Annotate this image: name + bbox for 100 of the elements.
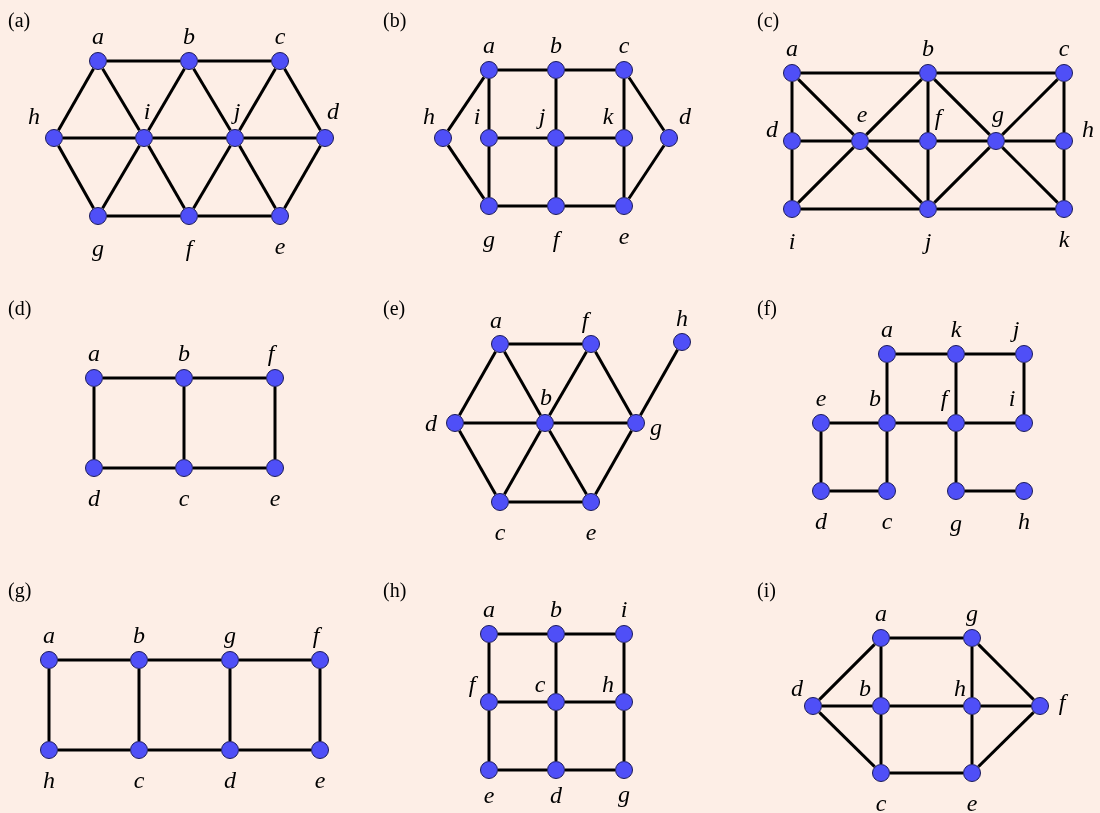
vertex-label: e [618, 224, 630, 248]
graph-edge [554, 421, 627, 425]
graph-edge [58, 658, 130, 662]
graph-edge [801, 207, 919, 211]
panel-label: (a) [8, 10, 31, 30]
graph-edge [509, 342, 582, 346]
vertex-dot [804, 697, 822, 715]
graph-edge [965, 489, 1015, 493]
vertex-label: h [43, 768, 55, 792]
vertex-label: d [425, 411, 437, 435]
graph-edge [498, 68, 547, 72]
vertex-dot [480, 761, 498, 779]
vertex-label: b [550, 597, 562, 621]
graph-edge [885, 363, 889, 414]
vertex-dot [311, 651, 329, 669]
vertex-dot [89, 52, 107, 70]
graph-edge [627, 144, 666, 200]
graph-edge [801, 139, 851, 143]
graph-edge [92, 387, 96, 459]
vertex-label: i [788, 229, 796, 253]
vertex-label: f [185, 236, 193, 260]
graph-edge [954, 432, 958, 482]
graph-edge [464, 421, 536, 425]
vertex-dot [919, 64, 937, 82]
graph-edge [446, 76, 486, 132]
vertex-dot [316, 129, 334, 147]
vertex-label: a [88, 341, 100, 365]
vertex-label: e [483, 783, 495, 807]
graph-edge [192, 145, 232, 209]
graph-edge [63, 136, 135, 140]
graph-edge [1005, 139, 1055, 143]
vertex-label: d [679, 104, 691, 128]
graph-edge [926, 150, 930, 200]
vertex-dot [85, 369, 103, 387]
graph-edge [548, 430, 588, 495]
graph-edge [458, 351, 497, 416]
graph-edge [554, 79, 558, 129]
graph-edge [801, 71, 919, 75]
vertex-dot [480, 693, 498, 711]
vertex-label: i [620, 597, 628, 621]
vertex-dot [480, 197, 498, 215]
vertex-dot [266, 459, 284, 477]
vertex-label: k [1058, 227, 1070, 251]
vertex-dot [783, 64, 801, 82]
vertex-dot [963, 697, 981, 715]
vertex-dot [480, 625, 498, 643]
graph-edge [487, 711, 491, 761]
graph-edge [977, 711, 1035, 768]
graph-edge [1001, 78, 1059, 136]
vertex-label: e [274, 234, 286, 258]
graph-edge [148, 658, 221, 662]
graph-edge [879, 647, 883, 697]
vertex-dot [673, 333, 691, 351]
vertex-label: c [494, 520, 506, 544]
vertex-label: a [43, 623, 55, 647]
vertex-label: d [550, 783, 562, 807]
graph-edge [869, 139, 919, 143]
vertex-dot [615, 761, 633, 779]
graph-edge [790, 150, 794, 200]
graph-edge [797, 146, 855, 204]
vertex-label: d [224, 768, 236, 792]
vertex-dot [130, 651, 148, 669]
graph-edge [970, 715, 974, 764]
vertex-dot [226, 129, 244, 147]
vertex-dot [85, 459, 103, 477]
vertex-dot [1031, 697, 1049, 715]
vertex-dot [947, 345, 965, 363]
vertex-label: d [815, 509, 827, 533]
vertex-label: k [602, 104, 614, 128]
graph-edge [818, 643, 876, 701]
graph-edge [565, 136, 615, 140]
vertex-dot [582, 493, 600, 511]
graph-edge [458, 430, 497, 495]
vertex-dot [547, 61, 565, 79]
vertex-dot [491, 335, 509, 353]
vertex-dot [271, 207, 289, 225]
vertex-label: a [483, 597, 495, 621]
vertex-label: f [934, 105, 942, 129]
graph-edge [622, 643, 626, 693]
vertex-dot [1055, 64, 1073, 82]
graph-edge [830, 489, 878, 493]
graph-edge [446, 144, 486, 200]
vertex-label: a [875, 601, 887, 625]
vertex-dot [963, 629, 981, 647]
vertex-dot [536, 414, 554, 432]
graph-edge [896, 421, 947, 425]
vertex-dot [963, 764, 981, 782]
panel-label: (h) [383, 580, 407, 600]
vertex-dot [547, 197, 565, 215]
vertex-label: c [881, 509, 893, 533]
graph-edge [890, 771, 963, 775]
graph-edge [498, 768, 547, 772]
panel-label: (c) [757, 10, 780, 30]
graph-edge [797, 78, 855, 136]
vertex-dot [783, 200, 801, 218]
graph-edge [147, 68, 186, 131]
graph-edge [503, 351, 542, 416]
vertex-label: i [143, 99, 151, 123]
vertex-label: j [1012, 317, 1020, 341]
vertex-dot [175, 459, 193, 477]
